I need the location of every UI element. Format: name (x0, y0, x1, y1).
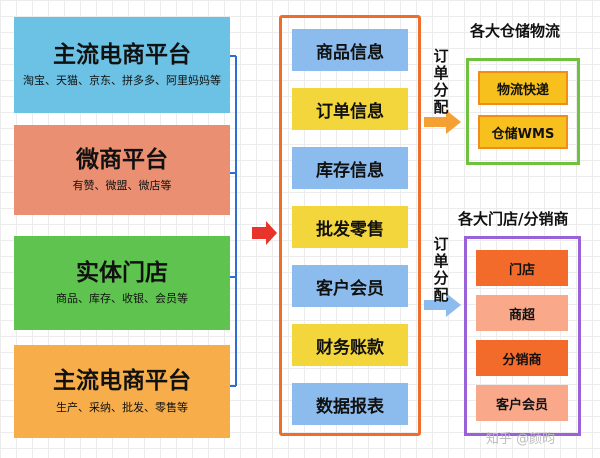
source-box-wechat: 微商平台 有赞、微盟、微店等 (14, 125, 230, 215)
stores-item-member: 客户会员 (476, 385, 568, 421)
center-item-order: 订单信息 (292, 88, 408, 130)
arrow-to-stores (424, 293, 461, 317)
source-title: 微商平台 (76, 146, 168, 173)
main-arrow (252, 221, 277, 245)
center-item-product: 商品信息 (292, 29, 408, 71)
watermark: 知乎 @颜昀 (486, 432, 556, 447)
center-item-finance: 财务账款 (292, 324, 408, 366)
center-item-member: 客户会员 (292, 265, 408, 307)
source-title: 主流电商平台 (53, 368, 191, 395)
center-item-wholesale: 批发零售 (292, 206, 408, 248)
source-subtitle: 淘宝、天猫、京东、拼多多、阿里妈妈等 (23, 74, 221, 88)
logistics-item-wms: 仓储WMS (478, 115, 568, 149)
source-subtitle: 生产、采纳、批发、零售等 (56, 400, 188, 414)
stores-item-supermarket: 商超 (476, 295, 568, 331)
logistics-header: 各大仓储物流 (470, 22, 561, 40)
stores-header: 各大门店/分销商 (458, 210, 569, 228)
source-subtitle: 有赞、微盟、微店等 (72, 179, 172, 193)
logistics-item-express: 物流快递 (478, 71, 568, 105)
center-item-inventory: 库存信息 (292, 147, 408, 189)
source-box-ecommerce: 主流电商平台 淘宝、天猫、京东、拼多多、阿里妈妈等 (14, 17, 230, 113)
source-title: 主流电商平台 (53, 41, 191, 68)
source-title: 实体门店 (76, 259, 168, 286)
source-subtitle: 商品、库存、收银、会员等 (56, 292, 188, 306)
source-box-physical-store: 实体门店 商品、库存、收银、会员等 (14, 236, 230, 330)
stores-item-store: 门店 (476, 250, 568, 286)
logistics-frame (466, 58, 580, 165)
stores-item-distributor: 分销商 (476, 340, 568, 376)
arrow-to-logistics (424, 110, 461, 134)
center-item-report: 数据报表 (292, 383, 408, 425)
center-frame (279, 15, 421, 436)
source-box-ecommerce-2: 主流电商平台 生产、采纳、批发、零售等 (14, 345, 230, 438)
source-connectors (230, 55, 237, 387)
arrow-label-top: 订单分配 (433, 47, 449, 116)
arrow-label-bottom: 订单分配 (433, 235, 449, 304)
stores-frame (464, 236, 581, 436)
